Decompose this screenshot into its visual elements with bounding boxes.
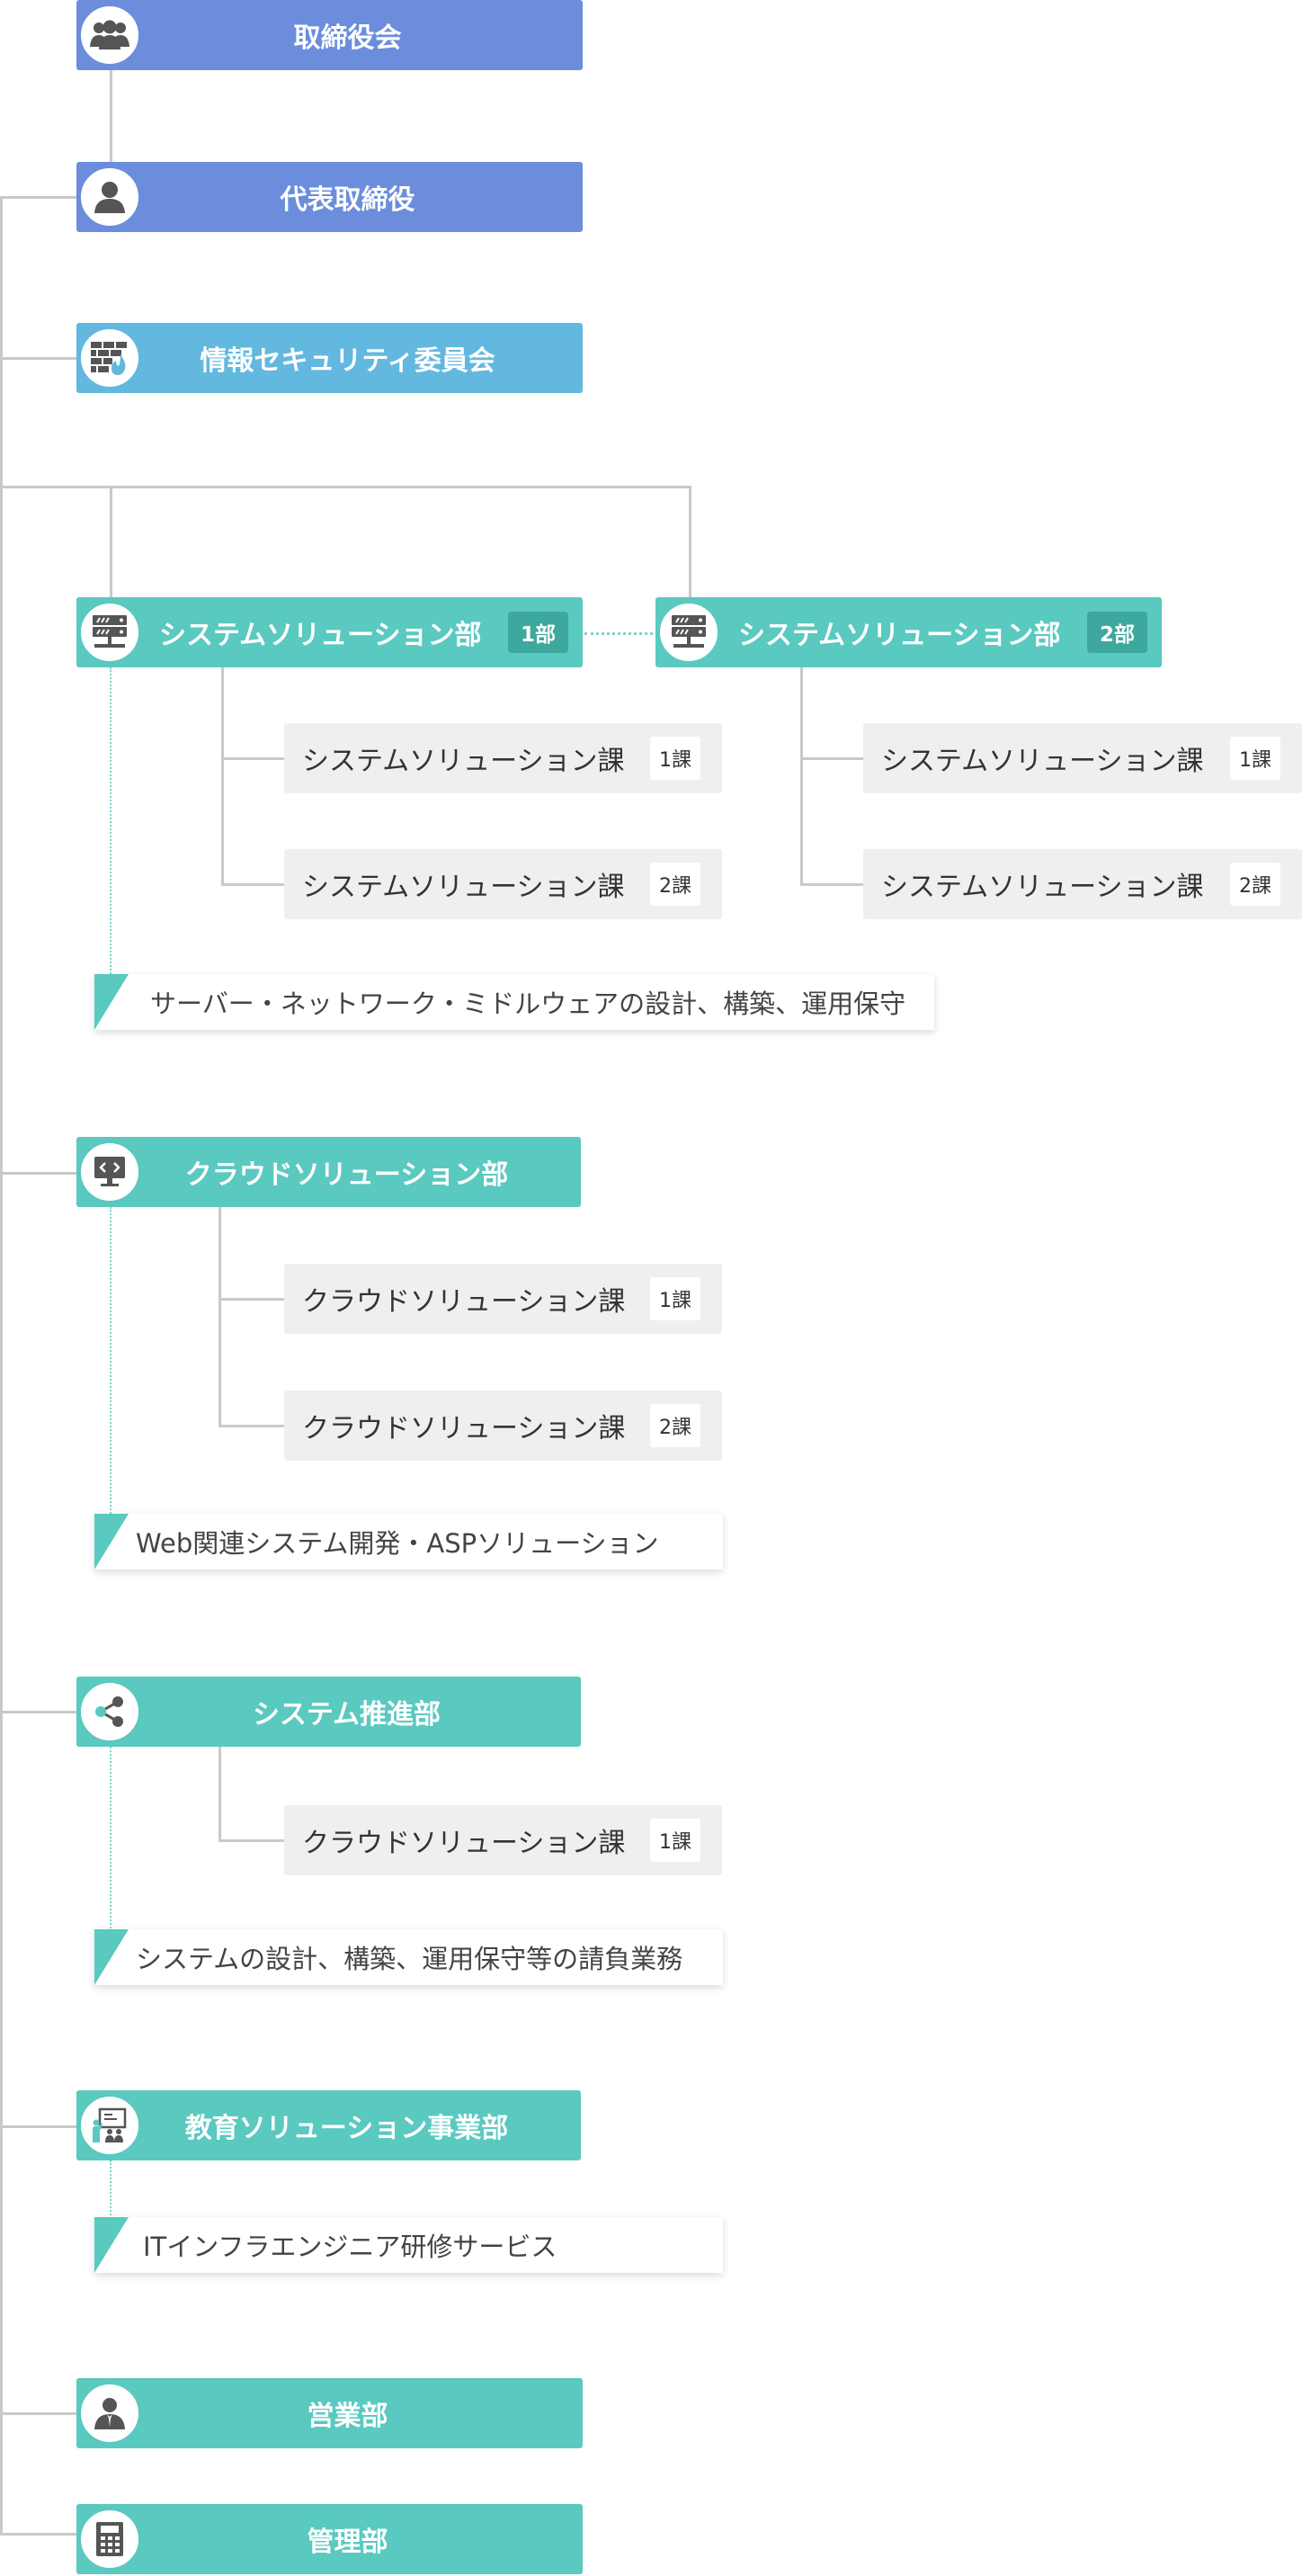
ss2-drop-line	[689, 486, 691, 597]
system-promotion-description-text: システムの設計、構築、運用保守等の請負業務	[136, 1944, 683, 1974]
ss2-section-branch-2	[800, 883, 863, 886]
description-flag	[94, 1514, 129, 1570]
ss1-section-branch-1	[221, 757, 284, 760]
ss1-section-branch-2	[221, 883, 284, 886]
division-split-line	[0, 486, 691, 488]
system-solution-2-label: システムソリューション部	[738, 620, 1061, 651]
board-node: 取締役会	[76, 0, 583, 70]
description-flag	[94, 974, 129, 1030]
system-solution-description-text: サーバー・ネットワーク・ミドルウェアの設計、構築、運用保守	[150, 988, 906, 1019]
promo-description-dotted	[110, 1747, 111, 1936]
ss2-section-branch-1	[800, 757, 863, 760]
cloud-description-text: Web関連システム開発・ASPソリューション	[136, 1528, 659, 1559]
system-solution-1-label: システムソリューション部	[159, 620, 482, 651]
calculator-icon	[77, 2507, 142, 2572]
description-flag	[94, 1929, 129, 1985]
system-solution-1-node: システムソリューション部 1部	[76, 597, 583, 667]
management-label: 管理部	[307, 2527, 388, 2558]
trunk-promotion-branch	[0, 1711, 77, 1713]
promo-section-1-label: クラウドソリューション課	[302, 1828, 626, 1859]
education-label: 教育ソリューション事業部	[184, 2113, 509, 2144]
ss2-section-1-label: システムソリューション課	[881, 746, 1204, 777]
ss1-section-1-badge: 1課	[650, 737, 700, 780]
board-ceo-connector	[110, 70, 112, 164]
ss1-section-1: システムソリューション課 1課	[284, 723, 722, 793]
promo-section-tree	[218, 1747, 221, 1842]
ceo-node: 代表取締役	[76, 162, 583, 232]
sales-node: 営業部	[76, 2378, 583, 2448]
security-committee-node: 情報セキュリティ委員会	[76, 323, 583, 393]
trunk-management-branch	[0, 2533, 77, 2536]
management-node: 管理部	[76, 2504, 583, 2574]
firewall-icon	[77, 326, 142, 390]
ceo-label: 代表取締役	[280, 184, 415, 216]
cloud-section-tree	[218, 1207, 221, 1427]
trunk-ceo-branch	[0, 196, 77, 199]
code-monitor-icon	[77, 1140, 142, 1204]
server-icon	[656, 600, 721, 665]
cloud-section-branch-1	[218, 1298, 284, 1301]
ss2-section-tree	[800, 667, 803, 886]
server-icon	[77, 600, 142, 665]
sales-label: 営業部	[307, 2401, 388, 2432]
ss1-ss2-dotted-link	[584, 632, 653, 635]
education-description-dotted	[110, 2160, 111, 2219]
cloud-section-2: クラウドソリューション課 2課	[284, 1391, 722, 1461]
ss1-section-2-label: システムソリューション課	[302, 872, 625, 903]
trunk-sales-branch	[0, 2412, 77, 2415]
system-promotion-description: システムの設計、構築、運用保守等の請負業務	[94, 1929, 723, 1985]
board-label: 取締役会	[293, 22, 402, 54]
system-solution-2-node: システムソリューション部 2部	[655, 597, 1162, 667]
share-icon	[77, 1679, 142, 1744]
trunk-education-branch	[0, 2125, 77, 2128]
cloud-label: クラウドソリューション部	[184, 1159, 509, 1191]
ss-description-dotted	[110, 667, 111, 978]
ss2-section-1: システムソリューション課 1課	[863, 723, 1302, 793]
system-promotion-node: システム推進部	[76, 1677, 581, 1747]
education-description: ITインフラエンジニア研修サービス	[94, 2217, 723, 2273]
system-solution-description: サーバー・ネットワーク・ミドルウェアの設計、構築、運用保守	[94, 974, 934, 1030]
cloud-section-2-badge: 2課	[650, 1404, 700, 1447]
cloud-section-1: クラウドソリューション課 1課	[284, 1264, 722, 1334]
ss1-section-2: システムソリューション課 2課	[284, 849, 722, 919]
classroom-icon	[77, 2093, 142, 2158]
ss1-section-2-badge: 2課	[650, 863, 700, 906]
person-icon	[77, 165, 142, 229]
ss1-drop-line	[110, 486, 112, 597]
cloud-description: Web関連システム開発・ASPソリューション	[94, 1514, 723, 1570]
group-icon	[77, 3, 142, 67]
education-node: 教育ソリューション事業部	[76, 2090, 581, 2160]
system-solution-1-tag: 1部	[507, 612, 568, 653]
promo-section-branch-1	[218, 1839, 284, 1842]
cloud-section-2-label: クラウドソリューション課	[302, 1413, 626, 1445]
cloud-description-dotted	[110, 1207, 111, 1517]
description-flag	[94, 2217, 129, 2273]
education-description-text: ITインフラエンジニア研修サービス	[143, 2232, 557, 2262]
cloud-node: クラウドソリューション部	[76, 1137, 581, 1207]
ss2-section-2-badge: 2課	[1230, 863, 1280, 906]
ss2-section-2: システムソリューション課 2課	[863, 849, 1302, 919]
ss1-section-1-label: システムソリューション課	[302, 746, 625, 777]
security-committee-label: 情報セキュリティ委員会	[200, 345, 495, 377]
trunk-cloud-branch	[0, 1172, 77, 1175]
ss2-section-2-label: システムソリューション課	[881, 872, 1204, 903]
cloud-section-1-badge: 1課	[650, 1277, 700, 1320]
businessman-icon	[77, 2381, 142, 2446]
ss1-section-tree	[221, 667, 224, 886]
ss2-section-1-badge: 1課	[1230, 737, 1280, 780]
promo-section-1: クラウドソリューション課 1課	[284, 1805, 722, 1875]
trunk-security-branch	[0, 357, 77, 360]
promo-section-1-badge: 1課	[650, 1819, 700, 1862]
main-trunk	[0, 197, 3, 2536]
cloud-section-branch-2	[218, 1425, 284, 1427]
system-promotion-label: システム推進部	[252, 1699, 441, 1731]
system-solution-2-tag: 2部	[1086, 612, 1147, 653]
cloud-section-1-label: クラウドソリューション課	[302, 1286, 626, 1318]
